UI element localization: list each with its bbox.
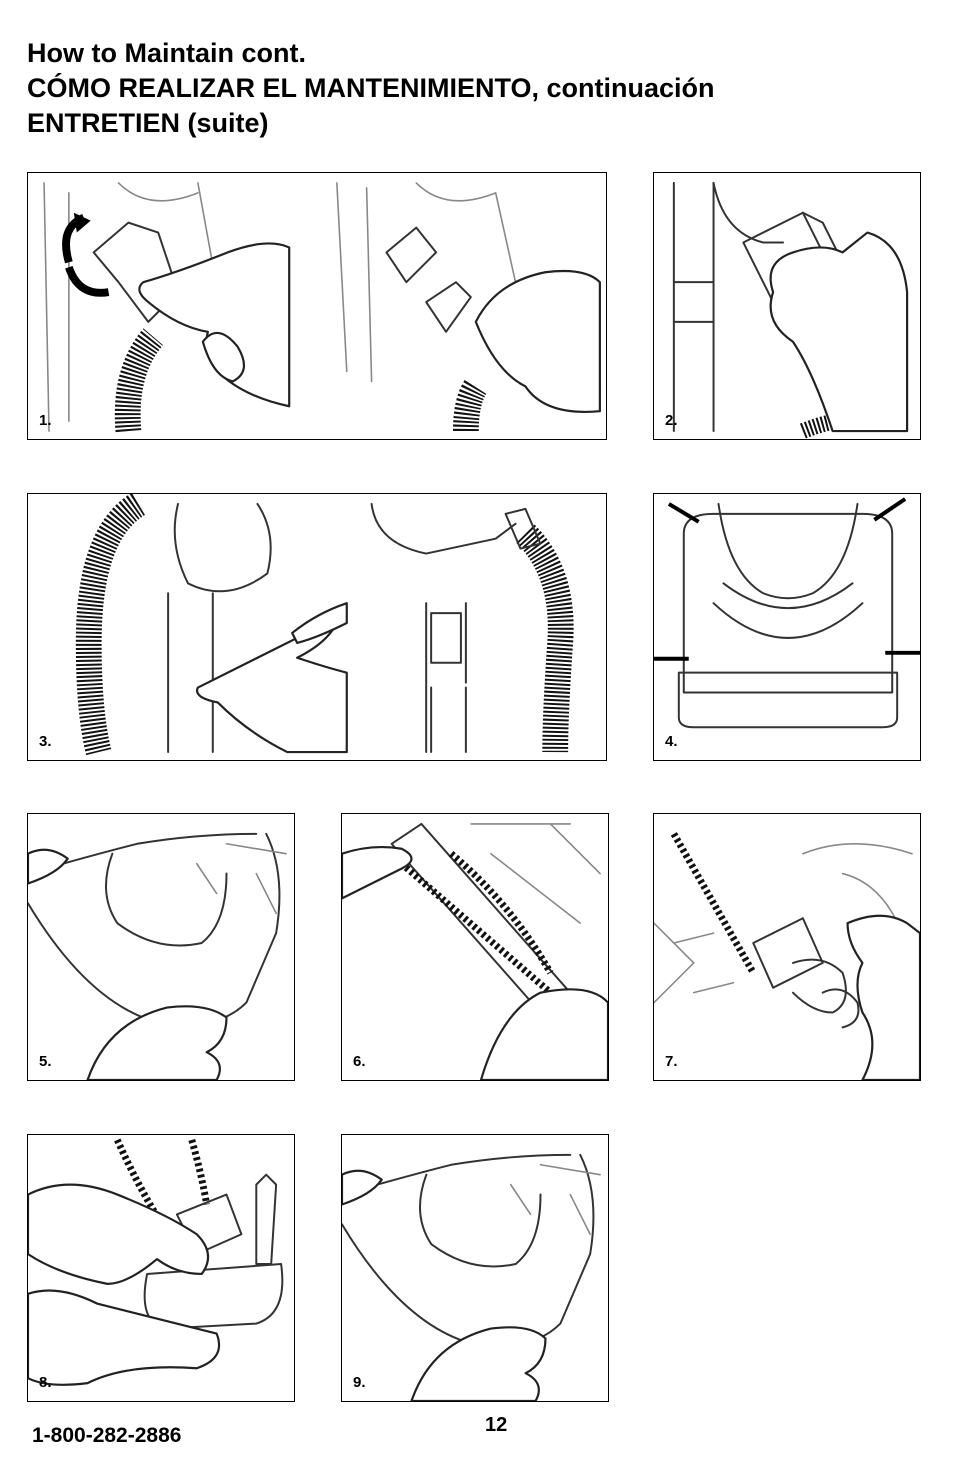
page-number: 12 [485,1414,508,1436]
step-4-label: 4. [665,733,678,750]
step-3-label: 3. [39,733,52,750]
step-7-illustration: 7. [653,813,921,1081]
step-9-illustration: 9. [341,1134,609,1402]
step-3-illustration: 3. [27,493,607,761]
base-cover-open-drawing [28,832,287,1080]
hose-end-drawing [672,181,909,439]
step-4-illustration: 4. [653,493,921,761]
brushroll-removal-drawing [342,822,608,1080]
step-6-label: 6. [353,1053,366,1070]
step-9-label: 9. [353,1374,366,1391]
phone-number: 1-800-282-2886 [32,1424,182,1447]
step-2-label: 2. [665,412,678,429]
step-8-label: 8. [39,1374,52,1391]
brushroll-reinsert-drawing [28,1138,284,1386]
title-french: ENTRETIEN (suite) [27,108,269,138]
step-1-illustration: 1. [27,172,607,440]
brushroll-endcap-drawing [654,832,920,1080]
step-2-illustration: 2. [653,172,921,440]
page-title: How to Maintain cont. CÓMO REALIZAR EL M… [27,36,715,141]
step-1-label: 1. [39,412,52,429]
wand-release-drawing [75,494,574,756]
step-5-illustration: 5. [27,813,295,1081]
hose-detach-drawing [43,182,601,433]
step-8-illustration: 8. [27,1134,295,1402]
step-5-label: 5. [39,1053,52,1070]
title-spanish: CÓMO REALIZAR EL MANTENIMIENTO, continua… [27,73,715,103]
step-6-illustration: 6. [341,813,609,1081]
step-7-label: 7. [665,1053,678,1070]
base-cover-close-drawing [342,1153,601,1401]
screw-locations-drawing [654,497,920,729]
title-english: How to Maintain cont. [27,38,306,68]
